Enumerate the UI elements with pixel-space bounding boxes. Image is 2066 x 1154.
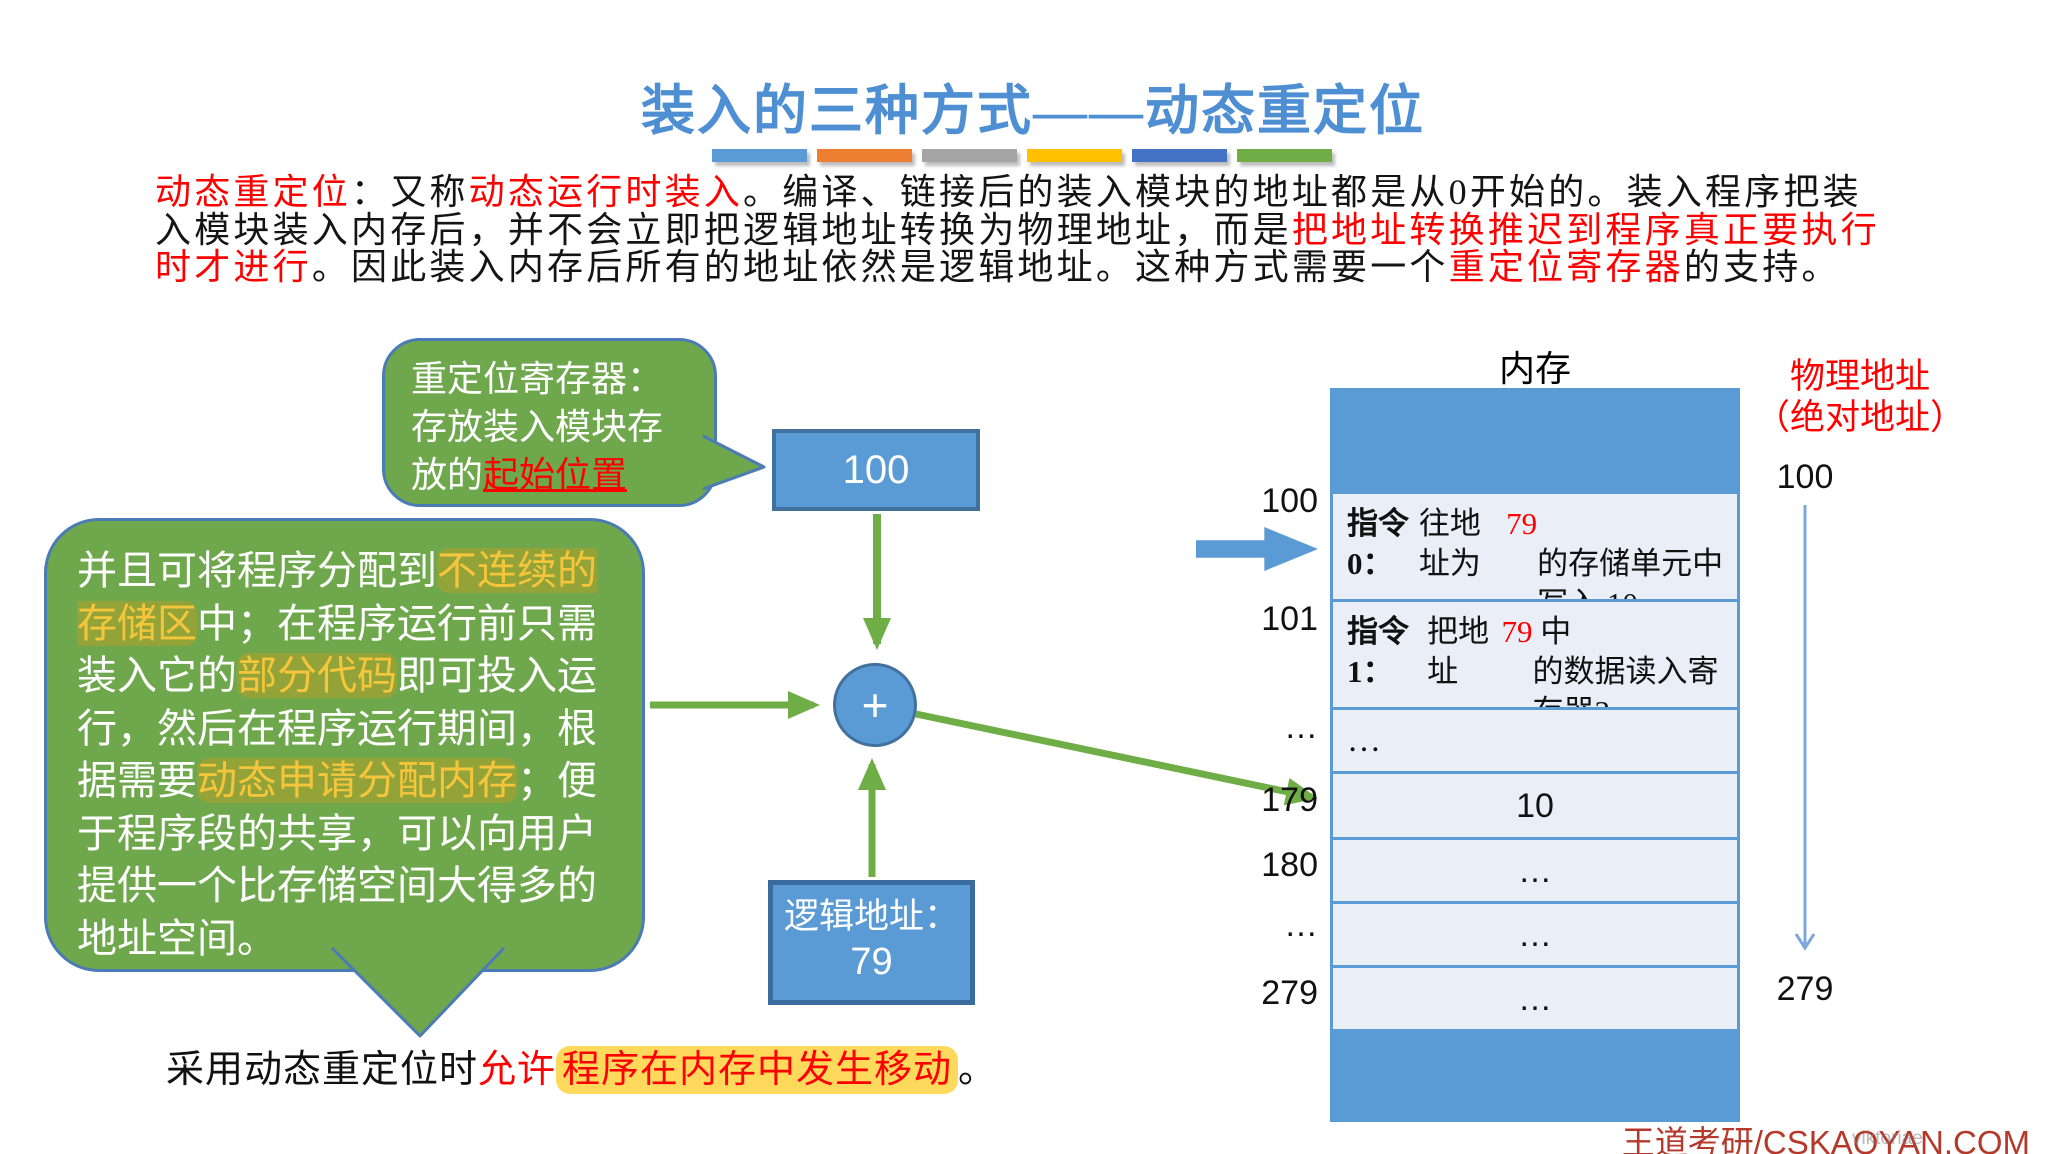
accent-bar [817,149,912,162]
logical-address-box: 逻辑地址： 79 [768,880,975,1005]
current-instruction-arrow [1196,527,1318,571]
plus-operator-circle: + [833,663,917,747]
watermark-brand: 王道考研/CSKAOYAN.COM [1621,1124,2030,1154]
relocation-register-bubble: 重定位寄存器：存放装入模块存放的起始位置 [382,338,717,507]
accent-bar [922,149,1017,162]
physical-address-subtitle: （绝对地址） [1754,398,1965,437]
addr-label-279: 279 [1261,974,1318,1012]
addr-label-180: 180 [1261,846,1318,884]
accent-bars [712,149,1332,162]
addr-label-ellipsis2: … [1284,906,1318,944]
memory-row-179: 10 [1333,771,1737,837]
addr-label-100: 100 [1261,482,1318,520]
memory-header-block [1333,391,1737,491]
physical-end-label: 279 [1776,970,1834,1008]
addr-label-179: 179 [1261,781,1318,819]
intro-paragraph: 动态重定位：又称动态运行时装入。编译、链接后的装入模块的地址都是从0开始的。装入… [155,172,1880,287]
physical-address-title: 物理地址 [1789,357,1930,396]
logical-address-value: 79 [850,941,893,983]
memory-row-180: … [1333,837,1737,901]
memory-row-ellipsis2: … [1333,901,1737,965]
physical-start-label: 100 [1776,458,1834,496]
accent-bar [1027,149,1122,162]
relocation-register-box: 100 [772,429,980,511]
addr-label-101: 101 [1261,600,1318,638]
memory-footer-block [1333,1029,1737,1119]
memory-table: 指令0：往地址为 79 的存储单元中写入 10 指令1：把地址 79 中 的数据… [1330,388,1740,1122]
memory-row-ellipsis: … [1333,707,1737,771]
accent-bar [1237,149,1332,162]
watermark-faint: viktoriae [1852,1128,1923,1149]
addr-label-ellipsis: … [1284,708,1318,746]
memory-row-instr1: 指令1：把地址 79 中 的数据读入寄存器3 [1333,599,1737,729]
page-title: 装入的三种方式——动态重定位 [641,81,1425,141]
footnote: 采用动态重定位时允许程序在内存中发生移动。 [166,1038,997,1094]
memory-row-279: … [1333,965,1737,1029]
benefits-bubble: 并且可将程序分配到不连续的存储区中；在程序运行前只需装入它的部分代码即可投入运行… [44,518,645,972]
memory-row-instr0: 指令0：往地址为 79 的存储单元中写入 10 [1333,491,1737,621]
logical-address-label: 逻辑地址： [783,897,959,936]
accent-bar [712,149,807,162]
physical-address-heading: 物理地址 （绝对地址） [1735,356,1985,438]
memory-title: 内存 [1498,349,1571,389]
accent-bar [1132,149,1227,162]
